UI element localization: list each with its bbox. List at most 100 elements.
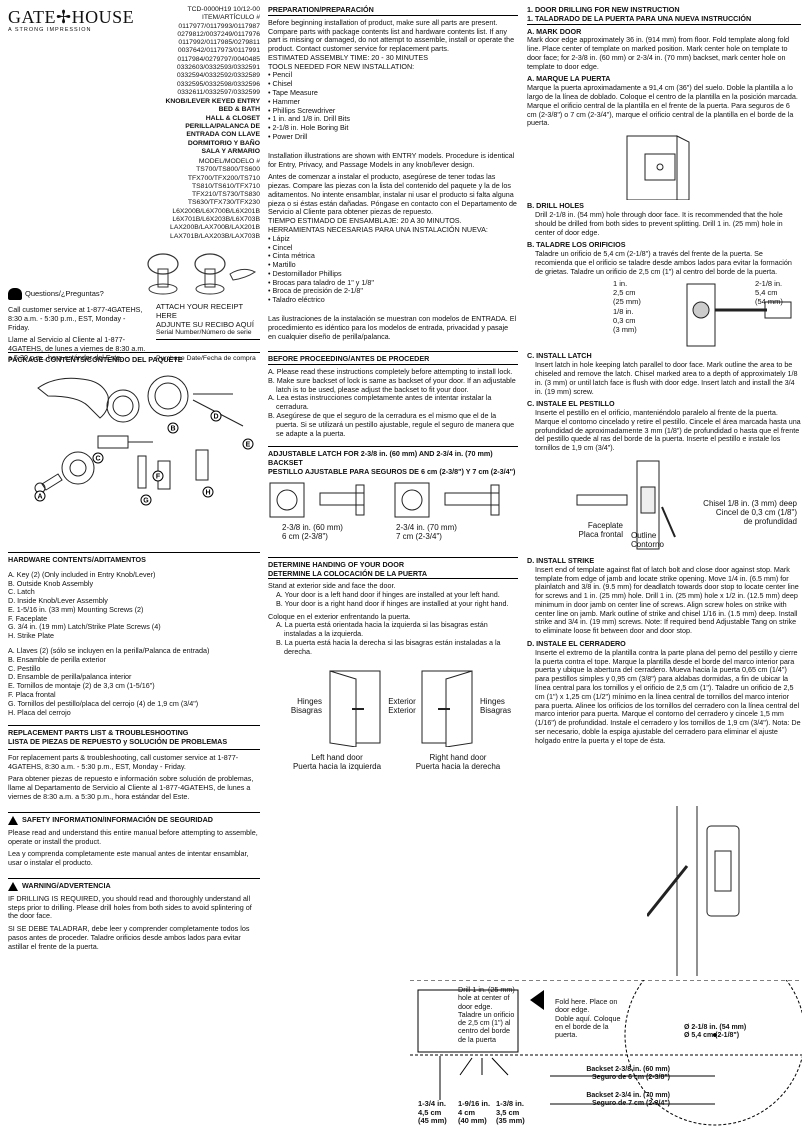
m2-in: 1-9/16 in. [458, 1099, 491, 1108]
handing-list-en: A. Your door is a left hand door if hing… [268, 590, 518, 609]
hole-218in-mm: (54 mm) [755, 296, 783, 306]
before-item-es: A. Lea estas instrucciones completamente… [268, 393, 492, 412]
part-letter-circle [152, 470, 164, 482]
latch-70-es: 7 cm (2-3/4") [396, 531, 442, 541]
tool-item: • Chisel [268, 79, 293, 89]
backset-60-en: Backset 2-3/8 in. (60 mm) [586, 1066, 670, 1073]
part-letter-circle [242, 438, 254, 450]
receipt-line1: ATTACH YOUR RECEIPT HERE [156, 302, 243, 321]
m3-mm: (35 mm) [496, 1116, 525, 1126]
step-b-en: Drill 2-1/8 in. (54 mm) hole through doo… [535, 209, 783, 237]
product-type: HALL & CLOSET [205, 114, 260, 122]
tool-item: • Hammer [268, 96, 301, 106]
part-letter-circle [210, 410, 222, 422]
template-diagram [410, 980, 802, 1126]
questions-en: Call customer service at 1-877-4GATEHS, … [8, 305, 143, 332]
model-number: TFX210/TS730/TS830 [191, 191, 260, 199]
receipt-line2: ADJUNTE SU RECIBO AQUÍ [156, 320, 254, 330]
hole-18in-en: 1/8 in. [613, 307, 634, 317]
right-door-es: Puerta hacia la derecha [415, 761, 501, 771]
hardware-item: D. Inside Knob/Lever Assembly [8, 596, 108, 606]
install-strike-illustration [647, 806, 740, 976]
model-number: TS630/TFX730/TFX230 [187, 199, 260, 207]
latch-title-en: ADJUSTABLE LATCH FOR 2-3/8 in. (60 mm) A… [268, 449, 493, 468]
handing-item: B. Your door is a right hand door if hin… [276, 598, 509, 608]
doc-code: TCD-0000H19 10/12-00 [187, 6, 260, 13]
handing-item: A. Your door is a left hand door if hing… [276, 590, 500, 600]
replacement-title-en: REPLACEMENT PARTS LIST & TROUBLESHOOTING [8, 728, 189, 738]
item-number: 0117977/0117993/0117987 [178, 22, 260, 30]
latch-60-illustration [269, 482, 365, 518]
latch-60-es: 6 cm (2-3/8") [282, 531, 328, 541]
exterior-es: Exterior [388, 705, 416, 715]
left-hand-door-illustration [329, 669, 381, 747]
item-label: ITEM/ARTÍCULO # [201, 14, 260, 22]
drill-note-7: de la puerta [458, 1034, 496, 1044]
model-number: TS700/TS800/TS600 [196, 166, 260, 174]
drill-note-1: Drill 1 in. (25 mm) [458, 985, 515, 994]
handing-title-es: DETERMINE LA COLOCACIÓN DE LA PUERTA [268, 569, 518, 580]
tool-item-es: • Lápiz [268, 233, 290, 243]
m2-mm: (40 mm) [458, 1116, 487, 1126]
tool-item: • Pencil [268, 70, 293, 80]
hardware-title: HARDWARE CONTENTS/ADITAMENTOS [8, 555, 146, 564]
package-title: PACKAGE CONTENTS/CONTENIDO DEL PAQUETE [8, 355, 183, 364]
drill-note-5: de 2,5 cm (1") al [458, 1018, 511, 1028]
item-number: 0117992/0117985/0279811 [178, 39, 260, 47]
step-a-en: Mark door edge approximately 36 in. (914… [527, 35, 790, 71]
tool-item: • 2-1/8 in. Hole Boring Bit [268, 123, 349, 133]
before-list-es: A. Lea estas instrucciones completamente… [268, 394, 518, 438]
step-c-title: C. INSTALL LATCH [527, 351, 592, 361]
part-letter: D [213, 414, 218, 421]
step-c-en: Insert latch in hole keeping latch paral… [535, 360, 798, 396]
mark-door-illustration [626, 135, 690, 201]
item-number: 0279812/0037249/0117976 [177, 30, 260, 38]
latch-70-illustration [394, 482, 500, 518]
header-codes: TCD-0000H19 10/12-00 ITEM/ARTÍCULO # 011… [158, 6, 260, 241]
safety-title: SAFETY INFORMATION/INFORMACIÓN DE SEGURI… [22, 814, 214, 824]
prep-time: ESTIMATED ASSEMBLY TIME: 20 - 30 MINUTES [268, 52, 429, 62]
hole-1in-mm: (25 mm) [613, 296, 641, 306]
product-type: KNOB/LEVER KEYED ENTRY [165, 98, 260, 106]
product-type: BED & BATH [218, 106, 260, 114]
before-item-es: B. Asegúrese de que el seguro de la cerr… [268, 411, 515, 438]
step-d-en: Insert end of template against flat of l… [535, 564, 799, 636]
column-right: 1. DOOR DRILLING FOR NEW INSTRUCTION 1. … [527, 5, 801, 976]
phone-icon [8, 288, 22, 300]
step-d-es-title: D. INSTALE EL CERRADERO [527, 639, 626, 649]
drill-note-6: centro del borde [458, 1026, 510, 1036]
step-c-es: Inserte el pestillo en el orificio, mant… [535, 408, 801, 453]
fold-note-4: en el borde de la [555, 1021, 609, 1031]
product-type: SALA Y ARMARIO [201, 147, 260, 155]
hinges-right-es: Bisagras [480, 705, 512, 715]
questions-es: Llame al Servicio al Cliente al 1-877-4G… [8, 335, 146, 362]
handing-item-es: A. La puerta está orientada hacia la izq… [276, 620, 488, 639]
model-number: TFX700/TFX200/TS710 [187, 174, 260, 182]
hinges-left-es: Bisagras [290, 705, 322, 715]
item-number: 0332603/0332593/0332591 [176, 63, 260, 71]
step-b-es-title: B. TALADRE LOS ORIFICIOS [527, 240, 626, 250]
backset-70-en: Backset 2-3/4 in. (70 mm) [586, 1092, 670, 1099]
tool-item-es: • Cinta métrica [268, 251, 315, 261]
hardware-item: C. Latch [8, 587, 35, 597]
outline-en: Outline [631, 531, 657, 540]
before-list-en: A. Please read these instructions comple… [268, 367, 518, 394]
hole-1in-en: 1 in. [613, 279, 628, 289]
hole-218in-cm: 5,4 cm [755, 288, 778, 298]
warning-triangle-icon [8, 881, 18, 891]
handing-intro-es: Coloque en el exterior enfrentando la pu… [268, 611, 411, 621]
drill-note-4: Taladre un orificio [458, 1009, 515, 1019]
hinges-right-en: Hinges [480, 696, 505, 706]
drill-note-2: hole at center of [458, 993, 510, 1003]
tool-item: • Tape Measure [268, 88, 318, 98]
hole-218in-en: 2-1/8 in. [755, 279, 783, 289]
model-number: L6X200B/L6X700B/L6X201B [172, 207, 260, 215]
hardware-item-es: H. Placa del cerrojo [8, 707, 71, 717]
replacement-en: For replacement parts & troubleshooting,… [8, 752, 239, 771]
step-c-es-title: C. INSTALE EL PESTILLO [527, 399, 615, 409]
tool-item: • Phillips Screwdriver [268, 105, 336, 115]
left-door-en: Left hand door [311, 752, 363, 762]
